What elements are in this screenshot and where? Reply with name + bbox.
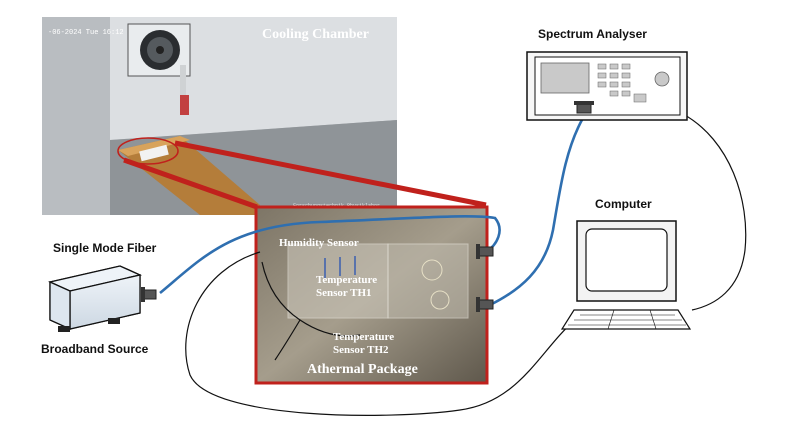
cooling-chamber-title: Cooling Chamber (262, 27, 369, 42)
athermal-package-photo: Humidity Sensor Temperature Sensor TH1 T… (254, 205, 489, 385)
cable-analyser-to-computer (682, 113, 747, 311)
camera-timestamp: -06-2024 Tue 16:12 (48, 29, 124, 37)
package-connector-top (476, 244, 494, 259)
spectrum-analyser-label: Spectrum Analyser (538, 27, 647, 41)
computer-label: Computer (595, 197, 652, 211)
analyser-knob (654, 71, 670, 87)
cables (159, 113, 747, 416)
cooling-chamber-photo: Cooling Chamber -06-2024 Tue 16:12 Forsc… (42, 17, 397, 215)
analyser-connector (576, 103, 592, 114)
package-connector-bottom (476, 297, 494, 312)
zoom-line-left (123, 157, 258, 210)
fiber-source-to-package (159, 215, 501, 295)
computer-keyboard (560, 309, 692, 330)
th1-label-line2: Sensor TH1 (316, 287, 372, 299)
single-mode-fiber-label: Single Mode Fiber (53, 241, 157, 255)
broadband-source (47, 265, 157, 332)
zoom-line-right (174, 140, 487, 208)
computer-screen (585, 228, 668, 292)
package-highlight-ellipse (117, 137, 179, 165)
spectrum-analyser (526, 51, 688, 121)
computer (560, 220, 692, 330)
fiber-package-to-analyser (489, 117, 585, 307)
analyser-screen (540, 62, 590, 94)
th2-label-line1: Temperature (333, 331, 394, 343)
th2-label-line2: Sensor TH2 (333, 344, 389, 356)
th1-label-line1: Temperature (316, 274, 377, 286)
cable-package-to-computer (185, 251, 576, 416)
broadband-source-label: Broadband Source (41, 342, 149, 356)
humidity-sensor-label: Humidity Sensor (279, 237, 359, 249)
source-connector (143, 289, 157, 300)
athermal-package-title: Athermal Package (307, 362, 418, 377)
